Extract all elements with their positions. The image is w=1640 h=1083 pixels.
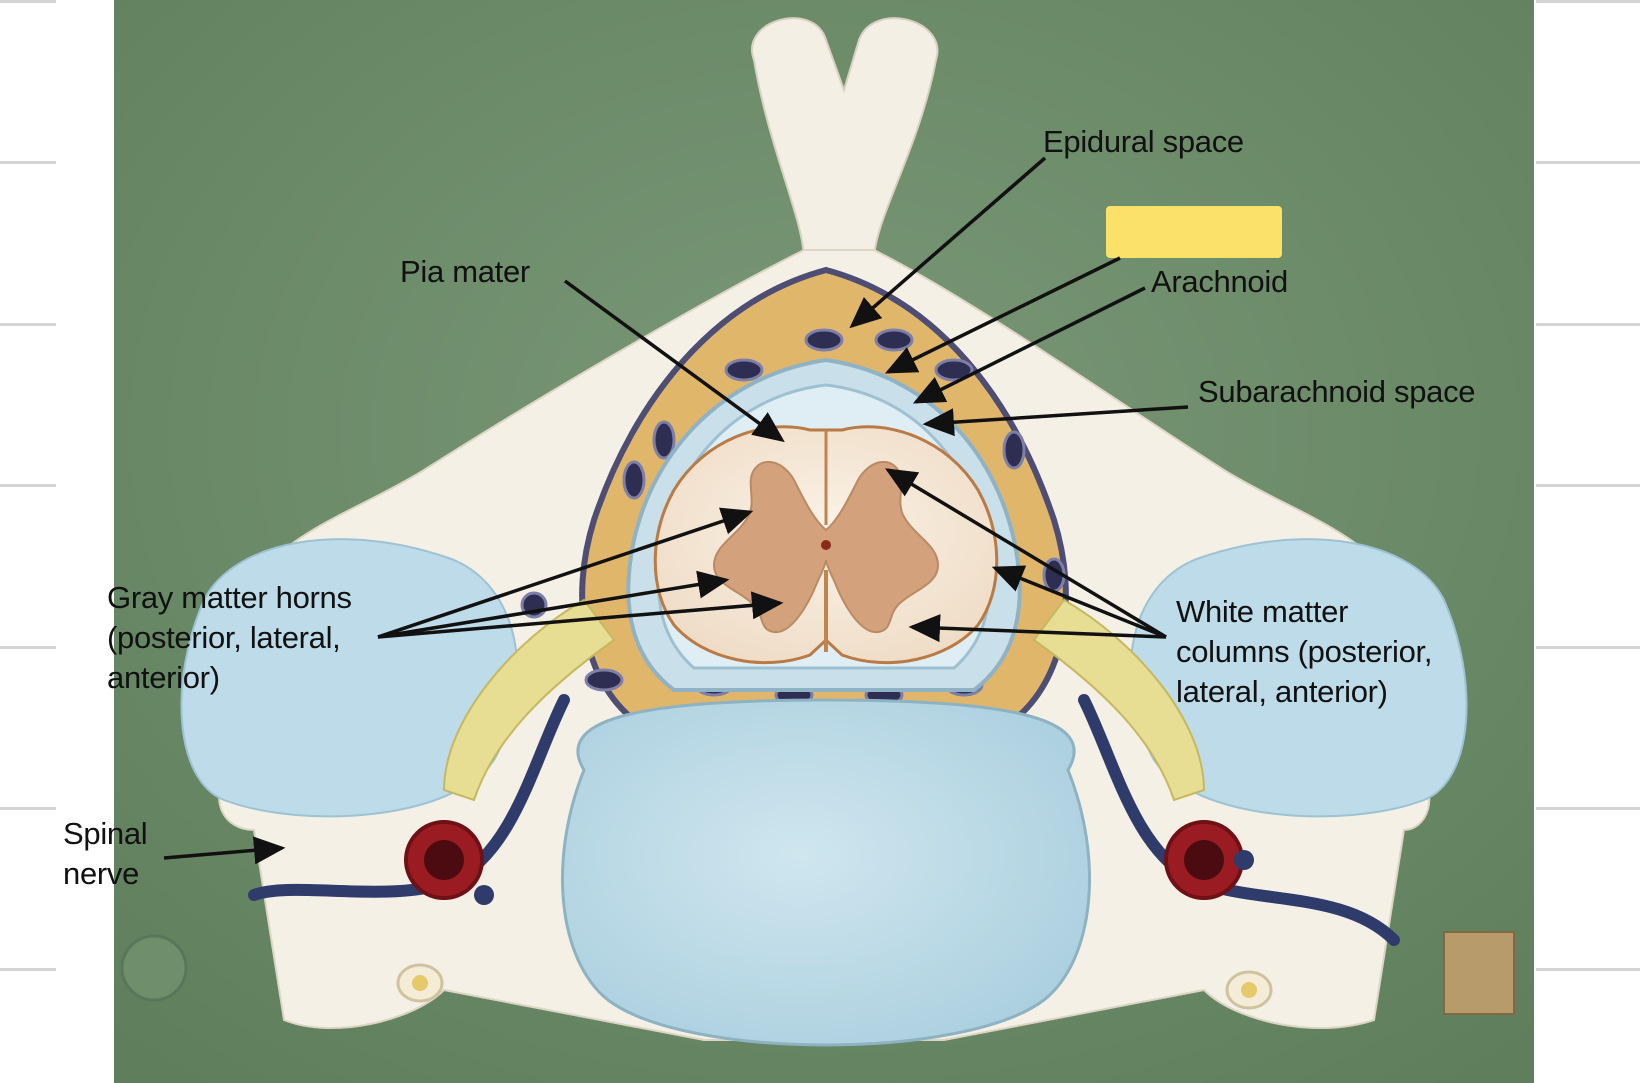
slide-rule-left-3 bbox=[0, 323, 56, 326]
manufacturer-seal bbox=[120, 934, 188, 1002]
right-vertebral-artery bbox=[1164, 820, 1254, 900]
blank-label-box bbox=[1106, 206, 1282, 258]
spinal-cord bbox=[653, 425, 999, 665]
nerve-root-ends bbox=[396, 963, 1273, 1010]
spinal-cord-model-photo bbox=[114, 0, 1534, 1083]
label-gray-matter-horns: Gray matter horns (posterior, lateral, a… bbox=[107, 580, 352, 695]
slide-rule-left-2 bbox=[0, 161, 56, 164]
slide-rule-right-7 bbox=[1536, 968, 1640, 971]
manufacturer-tag bbox=[1443, 931, 1515, 1015]
label-pia-mater: Pia mater bbox=[400, 254, 530, 289]
slide-rule-right-3 bbox=[1536, 323, 1640, 326]
slide-rule-right-4 bbox=[1536, 484, 1640, 487]
label-epidural-space: Epidural space bbox=[1043, 124, 1244, 159]
left-vertebral-artery bbox=[404, 820, 494, 905]
label-subarachnoid-space: Subarachnoid space bbox=[1198, 374, 1476, 409]
spinous-process bbox=[751, 17, 939, 261]
label-spinal-nerve: Spinal nerve bbox=[63, 816, 148, 891]
vertebra-model-illustration bbox=[114, 0, 1534, 1083]
label-arachnoid: Arachnoid bbox=[1151, 264, 1288, 299]
slide-rule-right-6 bbox=[1536, 807, 1640, 810]
slide-rule-right-5 bbox=[1536, 646, 1640, 649]
slide-rule-left-4 bbox=[0, 484, 56, 487]
slide-rule-left-7 bbox=[0, 968, 56, 971]
slide-rule-left-5 bbox=[0, 646, 56, 649]
slide-rule-right-2 bbox=[1536, 161, 1640, 164]
right-transverse-facet bbox=[1129, 538, 1468, 818]
slide-rule-right-1 bbox=[1536, 0, 1640, 3]
vertebral-body bbox=[561, 698, 1091, 1047]
slide-rule-left-1 bbox=[0, 0, 56, 3]
slide-rule-left-6 bbox=[0, 807, 56, 810]
label-white-matter-columns: White matter columns (posterior, lateral… bbox=[1176, 594, 1433, 709]
